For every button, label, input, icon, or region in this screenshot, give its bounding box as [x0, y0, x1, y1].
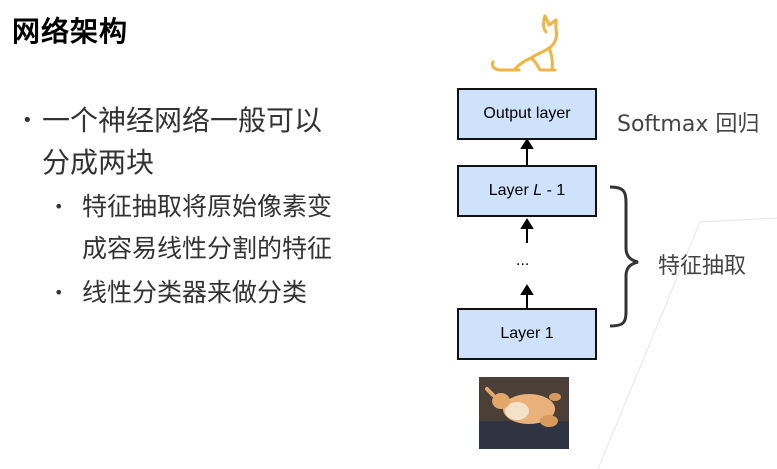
feature-extraction-label: 特征抽取	[658, 254, 747, 279]
layer-variable: L	[533, 182, 543, 199]
bullet-sub-feature: • 特征抽取将原始像素变 成容易线性分割的特征	[22, 186, 402, 270]
ellipsis: ...	[516, 252, 530, 269]
layer-1-box: Layer 1	[457, 308, 597, 360]
decor-line	[597, 221, 701, 469]
bullet-dot: •	[54, 283, 64, 302]
bullet-sub-classifier-line1: 线性分类器来做分类	[82, 278, 308, 307]
layer-l-minus-1-box: Layer L - 1	[457, 165, 597, 217]
softmax-label: Softmax 回归	[617, 112, 760, 137]
cat-icon	[490, 14, 558, 72]
layer-1-label: Layer 1	[500, 325, 554, 342]
feature-extraction-brace	[609, 185, 639, 328]
bullet-main-line1: 一个神经网络一般可以	[42, 104, 323, 137]
output-layer-label: Output layer	[483, 105, 571, 122]
output-layer-box: Output layer	[457, 88, 597, 140]
bullet-dot: •	[22, 110, 33, 131]
bullet-dot: •	[54, 197, 64, 216]
decor-line	[699, 217, 777, 223]
bullet-main-line2: 分成两块	[42, 146, 155, 179]
bullet-sub-feature-line2: 成容易线性分割的特征	[82, 234, 333, 263]
bullet-sub-classifier: • 线性分类器来做分类	[22, 272, 402, 314]
bullet-list: • 一个神经网络一般可以 分成两块 • 特征抽取将原始像素变 成容易线性分割的特…	[22, 100, 402, 314]
layer-l-minus-1-label: Layer L - 1	[489, 182, 566, 200]
layer-suffix: - 1	[542, 182, 566, 199]
layer-prefix: Layer	[488, 182, 534, 199]
bullet-sub-feature-line1: 特征抽取将原始像素变	[82, 192, 333, 221]
cat-photo	[479, 377, 569, 449]
arrows	[520, 138, 534, 308]
slide-title: 网络架构	[12, 15, 129, 48]
cat-photo-drawing	[479, 377, 569, 449]
bullet-main: • 一个神经网络一般可以 分成两块	[22, 100, 402, 184]
